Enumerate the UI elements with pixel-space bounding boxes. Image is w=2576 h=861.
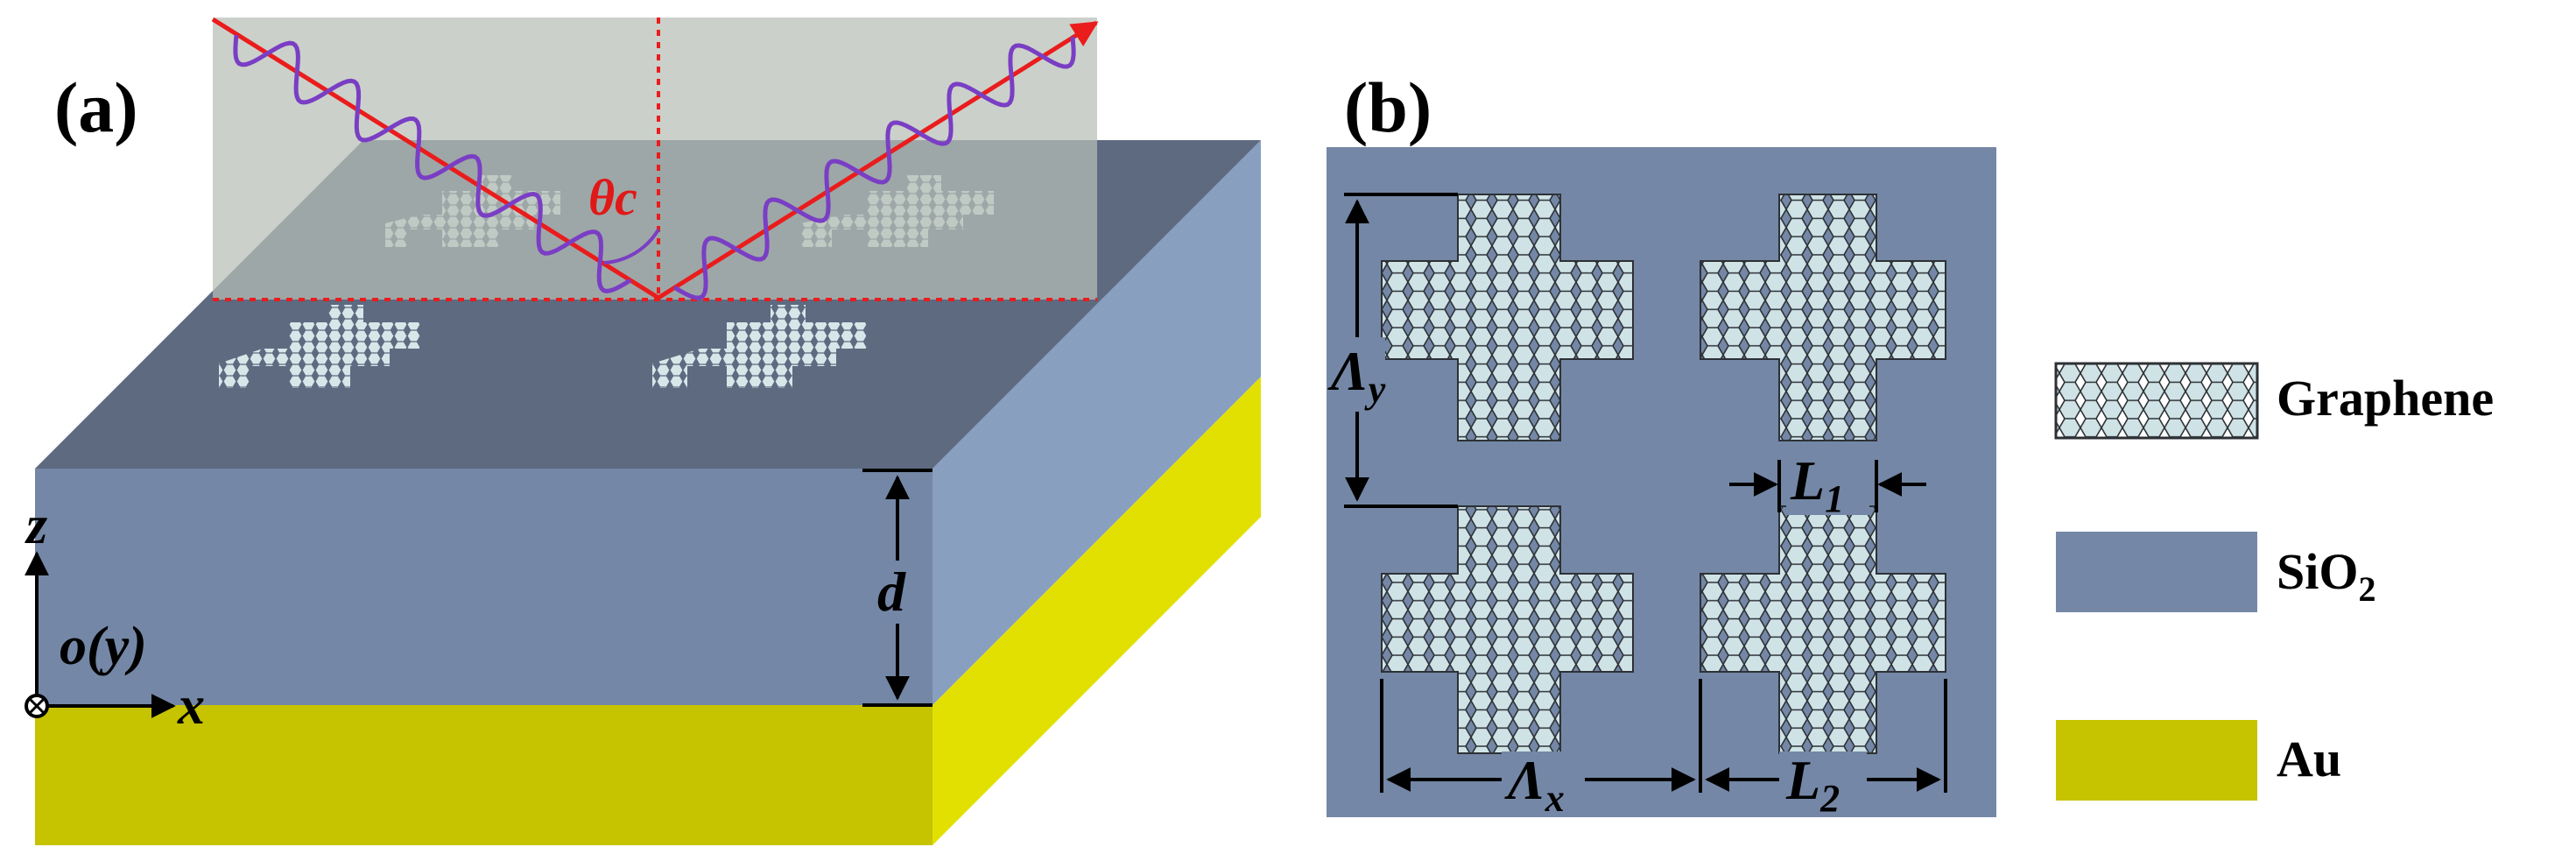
graphene-cross-top-right: [1700, 194, 1946, 441]
sio2-layer-side: [933, 140, 1261, 705]
panel-a-label: (a): [54, 67, 138, 147]
incident-ray: [211, 17, 660, 300]
legend-label-au: Au: [2277, 730, 2341, 787]
legend-label-sio2: SiO2: [2277, 543, 2376, 609]
au-layer-side: [933, 377, 1261, 845]
x-axis-label: x: [177, 676, 205, 736]
graphene-cross-bottom-right: [1700, 505, 1946, 754]
graphene-cross-front-left: [219, 305, 420, 388]
angle-label: θc: [588, 169, 637, 226]
panel-a: θc d z x o(y) (a): [25, 17, 1261, 845]
plane-of-incidence: [213, 18, 1097, 300]
legend-label-graphene: Graphene: [2277, 370, 2494, 427]
sio2-layer-front: [35, 469, 933, 705]
legend-swatch-au: [2056, 720, 2257, 801]
graphene-cross-front-right: [652, 305, 867, 388]
incident-wave: [233, 34, 632, 293]
reflected-ray: [657, 20, 1099, 300]
panel-b: (b) Λy L1: [1327, 67, 1996, 820]
angle-arc: [603, 228, 660, 265]
thickness-label-bg: [876, 561, 919, 624]
panel-b-label: (b): [1344, 67, 1432, 147]
au-layer-front: [35, 705, 933, 845]
legend: Graphene SiO2 Au: [2054, 362, 2494, 801]
period-x-label: Λx: [1504, 749, 1565, 820]
graphene-cross-top-left: [1381, 194, 1634, 441]
l2-label: L2: [1785, 749, 1840, 820]
legend-swatch-sio2: [2056, 532, 2257, 612]
l1-label: L1: [1790, 449, 1844, 520]
origin-label: o(y): [60, 617, 147, 676]
period-y-label: Λy: [1327, 340, 1386, 411]
thickness-label: d: [877, 561, 906, 623]
z-axis-label: z: [25, 496, 47, 555]
top-view-substrate: [1327, 147, 1996, 817]
reflected-wave: [672, 36, 1076, 300]
legend-swatch-graphene: [2054, 362, 2259, 440]
